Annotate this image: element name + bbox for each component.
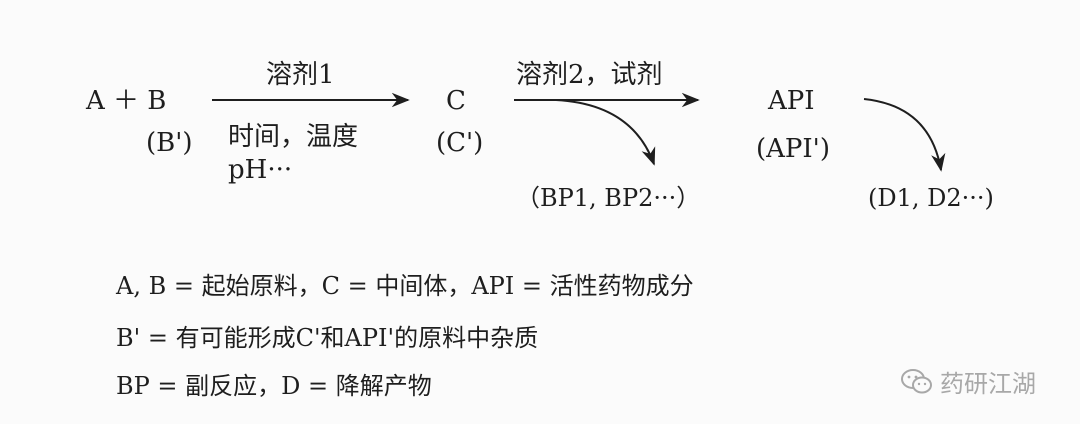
- watermark: 药研江湖: [900, 364, 1036, 399]
- intermediate-label: C: [446, 86, 466, 116]
- wechat-icon: [901, 368, 932, 393]
- degradation-arrow: [863, 98, 946, 172]
- watermark-text: 药研江湖: [940, 370, 1036, 398]
- product-impurity-label: (API'): [756, 134, 830, 164]
- product-label: API: [768, 86, 815, 116]
- step1-conditions-line2: pH···: [228, 155, 293, 185]
- legend-line-2: B' = 有可能形成C'和API'的原料中杂质: [116, 324, 539, 352]
- step2-reagent-label: 溶剂2，试剂: [516, 60, 663, 90]
- step1-conditions-line1: 时间，温度: [228, 122, 359, 152]
- legend-line-3: BP = 副反应，D = 降解产物: [116, 372, 432, 400]
- intermediate-impurity-label: (C'): [436, 128, 484, 158]
- reactants-label: A ＋ B: [86, 86, 167, 116]
- reactant-impurity-label: (B'): [146, 128, 193, 158]
- degradants-label: (D1, D2···): [868, 184, 994, 212]
- side-reaction-arrow: [555, 99, 656, 166]
- legend-line-1: A, B = 起始原料，C = 中间体，API = 活性药物成分: [116, 272, 694, 300]
- step1-reagent-label: 溶剂1: [266, 60, 335, 90]
- byproducts-label: （BP1, BP2···）: [516, 184, 701, 212]
